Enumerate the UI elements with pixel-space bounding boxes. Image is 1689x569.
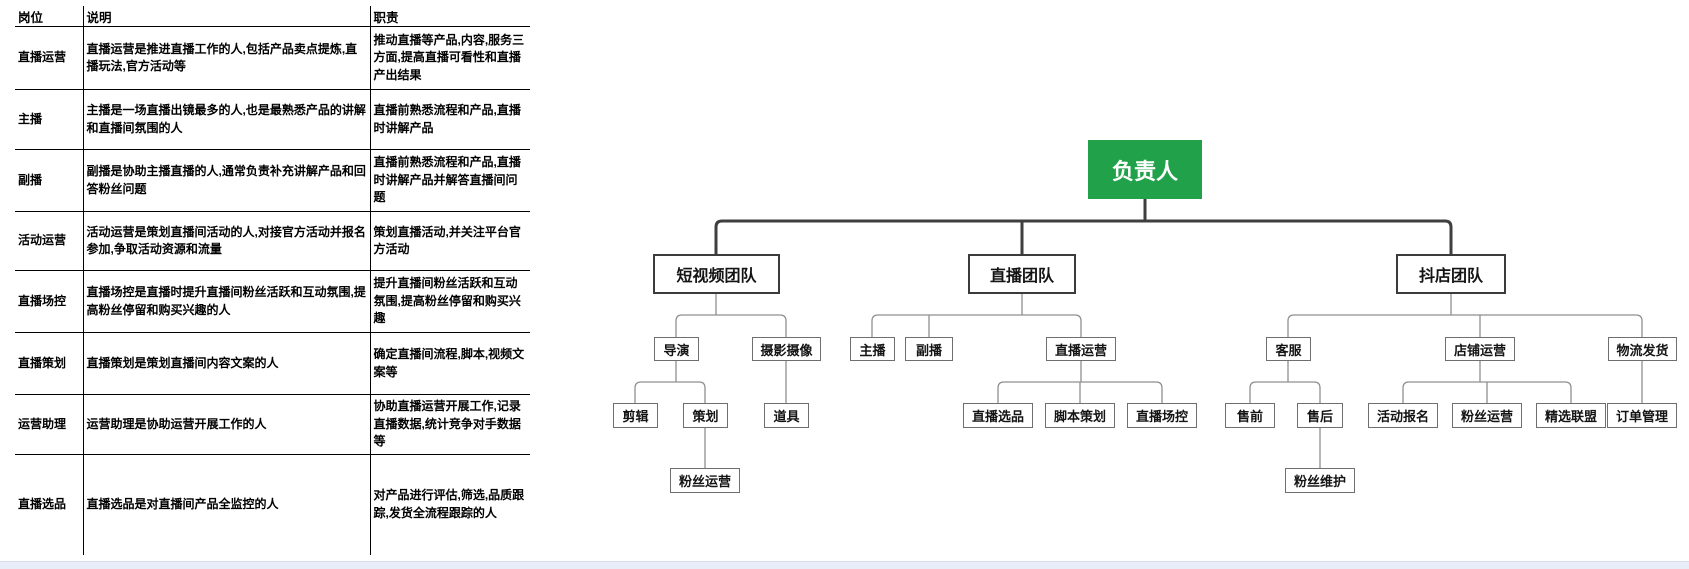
node-logistics-shipping: 物流发货 [1608,337,1677,361]
cell-duties: 对产品进行评估,筛选,品质跟踪,发货全流程跟踪的人 [373,488,525,520]
node-live-control: 直播场控 [1127,403,1197,428]
cell-duties: 协助直播运营开展工作,记录直播数据,统计竞争对手数据等 [370,394,530,455]
node-pre-sale: 售前 [1225,403,1275,428]
node-editing: 剪辑 [613,403,658,428]
cell-description: 直播策划是策划直播间内容文案的人 [83,332,371,395]
table-row: 直播场控 直播场控是直播时提升直播间粉丝活跃和互动氛围,提高粉丝停留和购买兴趣的… [15,270,530,333]
cell-position: 直播选品 [15,454,84,555]
node-live-operations: 直播运营 [1046,337,1116,361]
node-live-team: 直播团队 [968,254,1076,294]
cell-position: 运营助理 [15,394,84,455]
node-event-registration: 活动报名 [1368,403,1438,428]
node-live-product-selection: 直播选品 [963,403,1033,428]
node-host: 主播 [850,337,895,361]
cell-position: 直播场控 [15,270,84,333]
node-customer-service: 客服 [1266,337,1311,361]
cell-duties: 策划直播活动,并关注平台官方活动 [370,211,530,271]
node-co-host: 副播 [905,337,953,361]
node-photography: 摄影摄像 [752,337,821,361]
node-douyin-store-team: 抖店团队 [1396,254,1506,294]
table-row: 直播选品 直播选品是对直播间产品全监控的人 对产品进行评估,筛选,品质跟踪,发货… [15,454,530,555]
cell-duties: 直播前熟悉流程和产品,直播时讲解产品并解答直播间问题 [370,149,530,212]
cell-description: 直播运营是推进直播工作的人,包括产品卖点提炼,直播玩法,官方活动等 [83,26,371,90]
node-featured-alliance: 精选联盟 [1536,403,1606,428]
cell-description: 直播场控是直播时提升直播间粉丝活跃和互动氛围,提高粉丝停留和购买兴趣的人 [83,270,371,333]
cell-description: 直播选品是对直播间产品全监控的人 [83,454,371,555]
cell-duties: 提升直播间粉丝活跃和互动氛围,提高粉丝停留和购买兴趣 [370,270,530,333]
node-short-video-team: 短视频团队 [653,254,780,294]
col-header-duties: 职责 [370,6,530,27]
cell-duties: 推动直播等产品,内容,服务三方面,提高直播可看性和直播产出结果 [370,26,530,90]
table-row: 运营助理 运营助理是协助运营开展工作的人 协助直播运营开展工作,记录直播数据,统… [15,394,530,455]
cell-description: 活动运营是策划直播间活动的人,对接官方活动并报名参加,争取活动资源和流量 [83,211,371,271]
table-row: 活动运营 活动运营是策划直播间活动的人,对接官方活动并报名参加,争取活动资源和流… [15,211,530,271]
cell-position: 直播策划 [15,332,84,395]
node-fan-operations-video: 粉丝运营 [670,468,740,493]
table-row: 主播 主播是一场直播出镜最多的人,也是最熟悉产品的讲解和直播间氛围的人 直播前熟… [15,89,530,150]
cell-description: 运营助理是协助运营开展工作的人 [83,394,371,455]
node-order-management: 订单管理 [1607,403,1677,428]
node-fan-operations-store: 粉丝运营 [1452,403,1522,428]
node-store-operations: 店铺运营 [1445,337,1515,361]
bottom-bar [0,561,1689,569]
node-leader: 负责人 [1088,140,1202,199]
col-header-description: 说明 [83,6,371,27]
cell-position: 副播 [15,149,84,212]
roles-table: 岗位 说明 职责 直播运营 直播运营是推进直播工作的人,包括产品卖点提炼,直播玩… [15,6,530,555]
node-props: 道具 [764,403,809,428]
cell-position: 活动运营 [15,211,84,271]
cell-position: 主播 [15,89,84,150]
node-after-sale: 售后 [1297,403,1343,428]
cell-description: 主播是一场直播出镜最多的人,也是最熟悉产品的讲解和直播间氛围的人 [83,89,371,150]
cell-duties: 直播前熟悉流程和产品,直播时讲解产品 [370,89,530,150]
table-row: 副播 副播是协助主播直播的人,通常负责补充讲解产品和回答粉丝问题 直播前熟悉流程… [15,149,530,212]
cell-position: 直播运营 [15,26,84,90]
node-planning: 策划 [683,403,728,428]
cell-duties: 确定直播间流程,脚本,视频文案等 [370,332,530,395]
table-header-row: 岗位 说明 职责 [15,6,530,27]
node-script-planning: 脚本策划 [1045,403,1115,428]
node-fan-maintenance: 粉丝维护 [1285,468,1355,493]
cell-description: 副播是协助主播直播的人,通常负责补充讲解产品和回答粉丝问题 [83,149,371,212]
node-director: 导演 [654,337,699,361]
table-row: 直播运营 直播运营是推进直播工作的人,包括产品卖点提炼,直播玩法,官方活动等 推… [15,26,530,90]
col-header-position: 岗位 [15,6,84,27]
table-row: 直播策划 直播策划是策划直播间内容文案的人 确定直播间流程,脚本,视频文案等 [15,332,530,395]
